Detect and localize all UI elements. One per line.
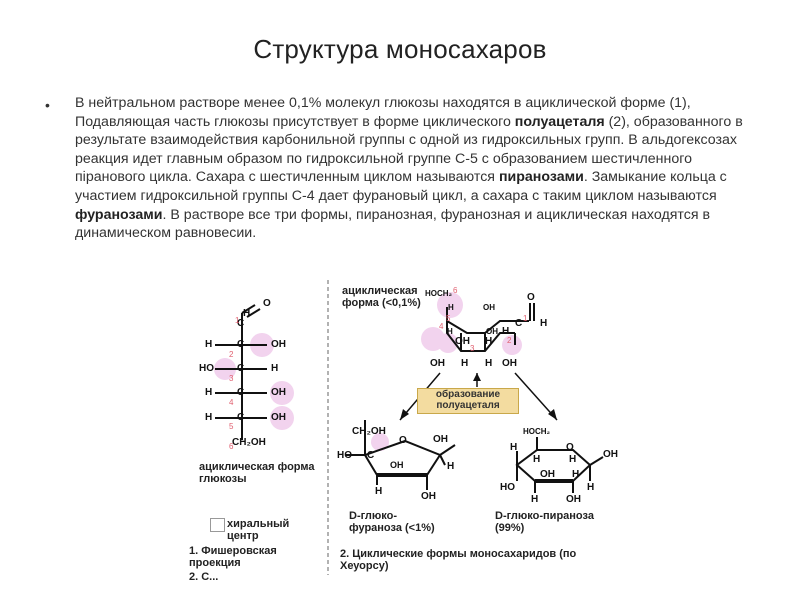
atom-H: H — [461, 358, 469, 369]
chain-number-3: 3 — [470, 344, 475, 353]
atom-H: H — [447, 461, 455, 472]
atom-C: C — [237, 412, 245, 423]
fischer-projection-label: 1. Фишеровская проекция — [189, 545, 277, 569]
atom-OH: OH — [390, 460, 404, 470]
atom-H: H — [533, 454, 541, 465]
atom-O: O — [527, 292, 535, 303]
atom-H: H — [587, 482, 595, 493]
atom-O: O — [263, 298, 271, 309]
atom-OH: OH — [566, 494, 581, 505]
atom-C: C — [237, 339, 245, 350]
carbon-number-4: 4 — [229, 398, 234, 407]
monosaccharide-figure: O H C H C OH HO C H H C OH H C OH CH₂OH … — [185, 275, 620, 585]
atom-OH: OH — [502, 358, 517, 369]
atom-H: H — [448, 303, 454, 312]
chain-number-5: 5 — [446, 314, 451, 323]
atom-H: H — [510, 442, 518, 453]
furanose-label: D-глюко-фураноза (<1%) — [349, 510, 435, 534]
chain-number-2: 2 — [507, 336, 512, 345]
slide-paragraph: В нейтральном растворе менее 0,1% молеку… — [75, 94, 760, 243]
paragraph-part: В нейтральном растворе менее 0,1% молеку… — [75, 95, 691, 130]
atom-H: H — [271, 363, 279, 374]
carbon-number-6: 6 — [229, 442, 234, 451]
atom-OH: OH — [486, 327, 498, 336]
hemiacetal-formation-box: образование полуацеталя — [417, 388, 519, 414]
atom-C: C — [237, 318, 245, 329]
pyranose-label: D-глюко-пираноза (99%) — [495, 510, 594, 534]
atom-H: H — [205, 387, 213, 398]
acyclic-form-label: ациклическая форма (<0,1%) — [342, 285, 421, 309]
term-pyranoses: пиранозами — [498, 169, 584, 186]
bullet-dot: • — [45, 97, 50, 113]
carbon-number-3: 3 — [229, 374, 234, 383]
atom-OH: OH — [271, 412, 286, 423]
atom-OH: OH — [421, 491, 436, 502]
atom-C: C — [367, 450, 375, 461]
carbon-number-5: 5 — [229, 422, 234, 431]
acyclic-glucose-label: ациклическая форма глюкозы — [199, 461, 315, 485]
atom-HO: HO — [199, 363, 214, 374]
term-furanoses: фуранозами — [75, 206, 163, 223]
atom-OH: OH — [483, 303, 495, 312]
chiral-center-label: хиральный центр — [227, 518, 290, 542]
atom-H: H — [572, 469, 580, 480]
atom-OH: OH — [430, 358, 445, 369]
chain-number-4: 4 — [439, 322, 444, 331]
atom-CH2OH: CH₂OH — [232, 437, 266, 448]
atom-HO: HO — [337, 450, 352, 461]
atom-H: H — [531, 494, 539, 505]
atom-OH: OH — [271, 339, 286, 350]
atom-H: H — [205, 339, 213, 350]
haworth-caption: 2. Циклические формы моносахаридов (по Х… — [340, 548, 577, 572]
chain-number-1: 1 — [523, 314, 528, 323]
atom-HOCH2: HOCH₂ — [523, 427, 551, 436]
atom-OH: OH — [540, 469, 555, 480]
atom-CH2OH: CH₂OH — [352, 426, 386, 437]
atom-H: H — [447, 327, 453, 336]
cut-label: 2. С... — [189, 571, 219, 583]
atom-C: C — [237, 387, 245, 398]
atom-C: C — [515, 318, 523, 329]
paragraph-part: . В растворе все три формы, пиранозная, … — [75, 206, 710, 242]
atom-H: H — [485, 358, 493, 369]
atom-OH: OH — [455, 336, 470, 347]
atom-OH: OH — [433, 434, 448, 445]
paragraph-part: (2), образованного в результате взаимоде… — [75, 113, 743, 186]
atom-H: H — [485, 336, 493, 347]
carbon-number-1: 1 — [235, 316, 240, 325]
atom-H: H — [243, 308, 251, 319]
atom-H: H — [502, 326, 510, 337]
atom-O: O — [399, 435, 407, 446]
atom-H: H — [375, 486, 383, 497]
term-hemiacetal: полуацеталя — [514, 113, 605, 130]
figure-lines — [214, 280, 604, 575]
atom-HOCH2: HOCH₂ — [425, 289, 453, 298]
atom-HO: HO — [500, 482, 515, 493]
chain-number-6: 6 — [453, 286, 458, 295]
atom-OH: OH — [603, 449, 618, 460]
chiral-center-legend-box — [210, 518, 225, 532]
atom-C: C — [237, 363, 245, 374]
paragraph-part: . Замыкание кольца с участием гидроксиль… — [75, 169, 727, 204]
atom-O: O — [566, 442, 574, 453]
slide-title: Структура моносахаров — [253, 34, 547, 64]
atom-H: H — [540, 318, 548, 329]
atom-OH: OH — [271, 387, 286, 398]
atom-H: H — [569, 454, 577, 465]
carbon-number-2: 2 — [229, 350, 234, 359]
atom-H: H — [205, 412, 213, 423]
